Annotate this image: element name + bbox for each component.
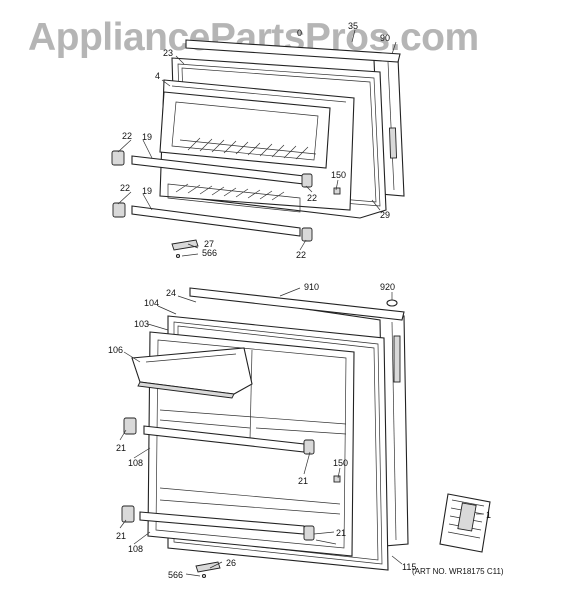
callout-150-bot: 150 [333, 458, 348, 468]
callout-910: 910 [304, 282, 319, 292]
callout-90-top: 90 [380, 33, 390, 43]
callout-21-c: 21 [116, 531, 126, 541]
callout-22-a: 22 [122, 131, 132, 141]
callout-21-b: 21 [298, 476, 308, 486]
callout-labels: 35 90 0 23 4 22 19 22 19 150 22 29 22 27… [108, 21, 504, 580]
callout-106: 106 [108, 345, 123, 355]
callout-4: 4 [155, 71, 160, 81]
callout-1: 1 [486, 510, 491, 520]
callout-22-c: 22 [307, 193, 317, 203]
fresh-food-door-assembly [121, 287, 409, 579]
callout-24: 24 [166, 288, 176, 298]
callout-29: 29 [380, 210, 390, 220]
callout-0-top: 0 [297, 28, 302, 38]
callout-19-b: 19 [142, 186, 152, 196]
callout-22-b: 22 [120, 183, 130, 193]
callout-108-b: 108 [128, 544, 143, 554]
callout-22-d: 22 [296, 250, 306, 260]
callout-150-top: 150 [331, 170, 346, 180]
callout-115: 115 [402, 562, 416, 572]
callout-35: 35 [348, 21, 358, 31]
callout-566-bot: 566 [168, 570, 183, 580]
callout-26: 26 [226, 558, 236, 568]
callout-103: 103 [134, 319, 149, 329]
owners-manual-booklet [439, 493, 491, 553]
callout-920: 920 [380, 282, 395, 292]
callout-27: 27 [204, 239, 214, 249]
art-number-label: (ART NO. WR18175 C11) [412, 567, 504, 576]
freezer-door-assembly [111, 39, 405, 259]
callout-23: 23 [163, 48, 173, 58]
callout-21-d: 21 [336, 528, 346, 538]
callout-21-a: 21 [116, 443, 126, 453]
callout-19-a: 19 [142, 132, 152, 142]
callout-566-top: 566 [202, 248, 217, 258]
callout-108-a: 108 [128, 458, 143, 468]
callout-104: 104 [144, 298, 159, 308]
leader-lines [117, 29, 484, 577]
